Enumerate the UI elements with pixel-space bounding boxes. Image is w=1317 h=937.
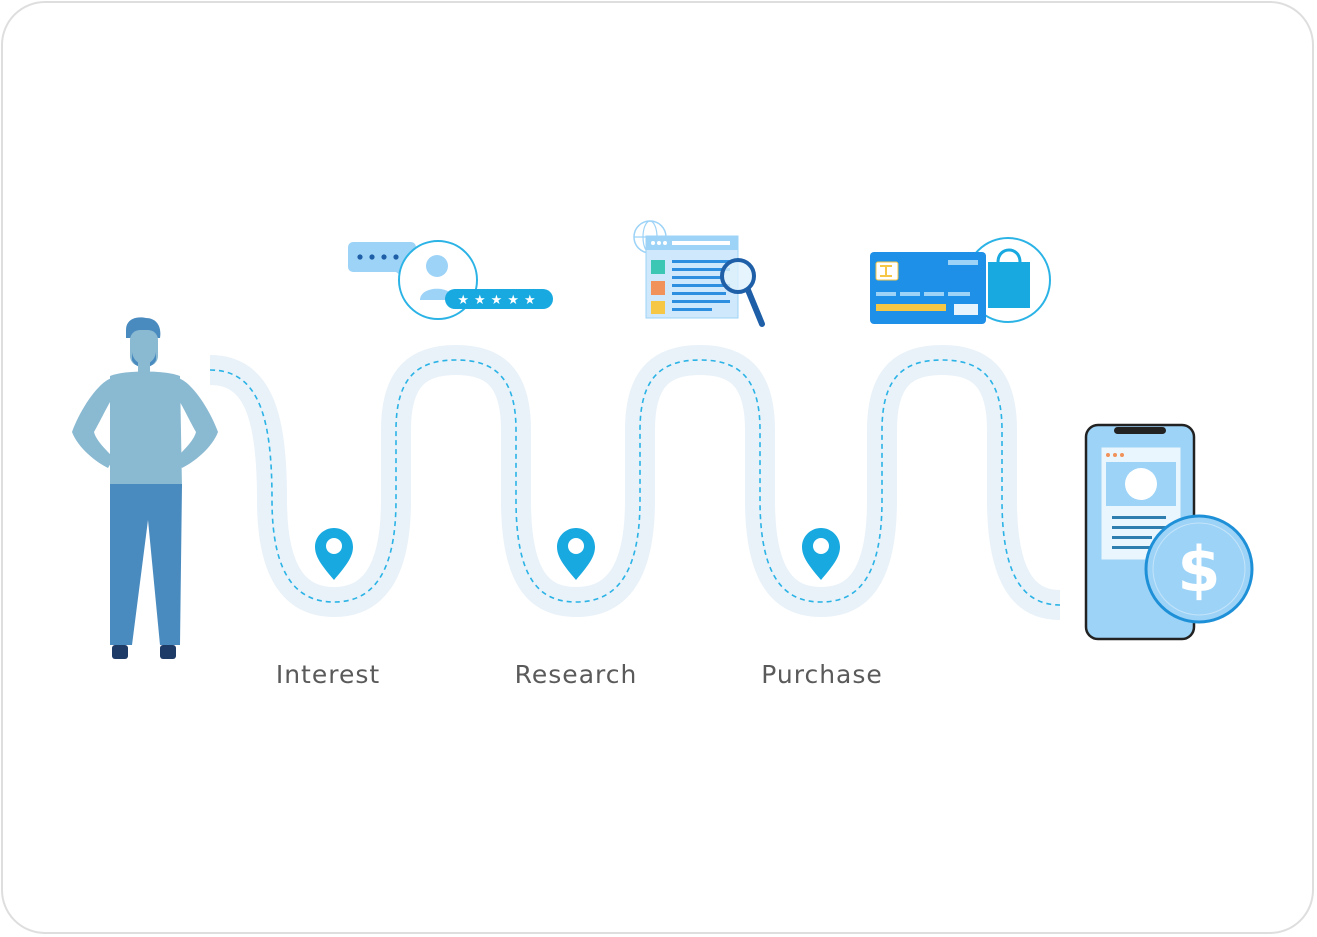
winding-road — [209, 345, 1061, 620]
location-pin-icon — [557, 528, 595, 580]
person-icon — [72, 317, 218, 659]
credit-card-shopping-icon — [870, 237, 1051, 324]
svg-text:★★★★★: ★★★★★ — [457, 293, 540, 308]
stage-label-research: Research — [514, 660, 638, 689]
web-search-icon — [633, 220, 765, 327]
road-dashed-line — [209, 359, 1061, 606]
dollar-symbol: $ — [1177, 533, 1220, 606]
location-pin-icon — [802, 528, 840, 580]
stage-label-purchase: Purchase — [761, 660, 883, 689]
stage-label-interest: Interest — [275, 660, 381, 689]
mobile-payment-icon: $ — [1084, 423, 1254, 641]
location-pin-icon — [315, 528, 353, 580]
review-rating-icon: ★★★★★ — [348, 240, 553, 320]
